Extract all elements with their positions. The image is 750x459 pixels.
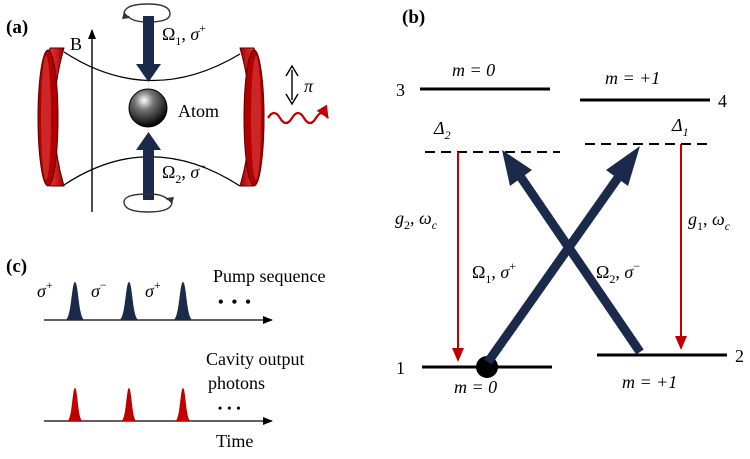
cavity-transition-right [675,144,687,350]
photon-pulse [121,388,137,421]
pi-label: π [304,76,314,96]
top-pump-beam [122,3,171,82]
photon-ellipsis: • • • [218,401,242,415]
pump-pulse-label: σ− [91,278,107,301]
atom-label: Atom [178,101,219,121]
level-3-index: 3 [396,80,405,100]
pump-omega2-label: Ω2, σ− [596,259,640,286]
level-2-index: 2 [735,346,744,366]
photon-pulse [175,388,191,421]
cavity-transition-left [452,152,464,362]
detuning-right-label: Δ1 [671,115,689,139]
pump-transition-omega1 [484,146,640,365]
cavity-mode-top [63,51,241,82]
photons-label: photons [208,373,265,393]
panel-a-label: (a) [6,17,28,38]
bottom-pump-beam [123,132,174,213]
left-mirror [37,47,65,187]
bottom-beam-label: Ω2, σ− [162,159,206,186]
level-2-m: m = +1 [622,372,677,392]
pump-transition-omega2 [502,150,644,355]
level-4-index: 4 [718,91,727,111]
pump-pulse [173,282,193,320]
pump-pulses [65,282,193,320]
pump-pulse-label: σ+ [37,278,53,301]
photon-pulse [67,388,83,421]
panel-a: (a) B Ω1, σ+ Atom [6,3,329,213]
pump-omega1-label: Ω1, σ+ [472,259,516,286]
level-4-m: m = +1 [605,68,660,88]
panel-c: (c) σ+ σ− σ+ Pump sequence • • • Cavity ou… [6,256,325,451]
output-photon-pulses [67,388,191,421]
right-mirror [239,47,265,187]
top-beam-label: Ω1, σ+ [162,21,206,48]
level-3-m: m = 0 [452,60,495,80]
cavity-coupling-right-label: g1, ωc [688,209,731,233]
pump-pulse-label: σ+ [145,278,161,301]
cavity-output-label: Cavity output [206,349,305,369]
output-photon-arrow [267,104,329,125]
pump-pulse-labels: σ+ σ− σ+ [37,278,161,301]
atom [128,88,168,128]
pump-sequence-label: Pump sequence [213,266,325,286]
detuning-left-label: Δ2 [433,118,451,142]
pump-pulse [65,282,85,320]
pump-ellipsis: • • • [218,294,253,311]
panel-b-label: (b) [402,7,425,28]
level-1-index: 1 [396,358,405,378]
time-label: Time [216,431,253,451]
level-1-m: m = 0 [454,377,497,397]
pi-polarization-arrow [285,64,299,106]
magnetic-field-label: B [70,34,82,54]
panel-b: (b) 3 m = 0 4 m = +1 Δ2 Δ1 1 m = 0 2 m =… [395,7,744,397]
pump-pulse [119,282,139,320]
panel-c-label: (c) [6,256,27,277]
cavity-coupling-left-label: g2, ωc [395,208,438,232]
